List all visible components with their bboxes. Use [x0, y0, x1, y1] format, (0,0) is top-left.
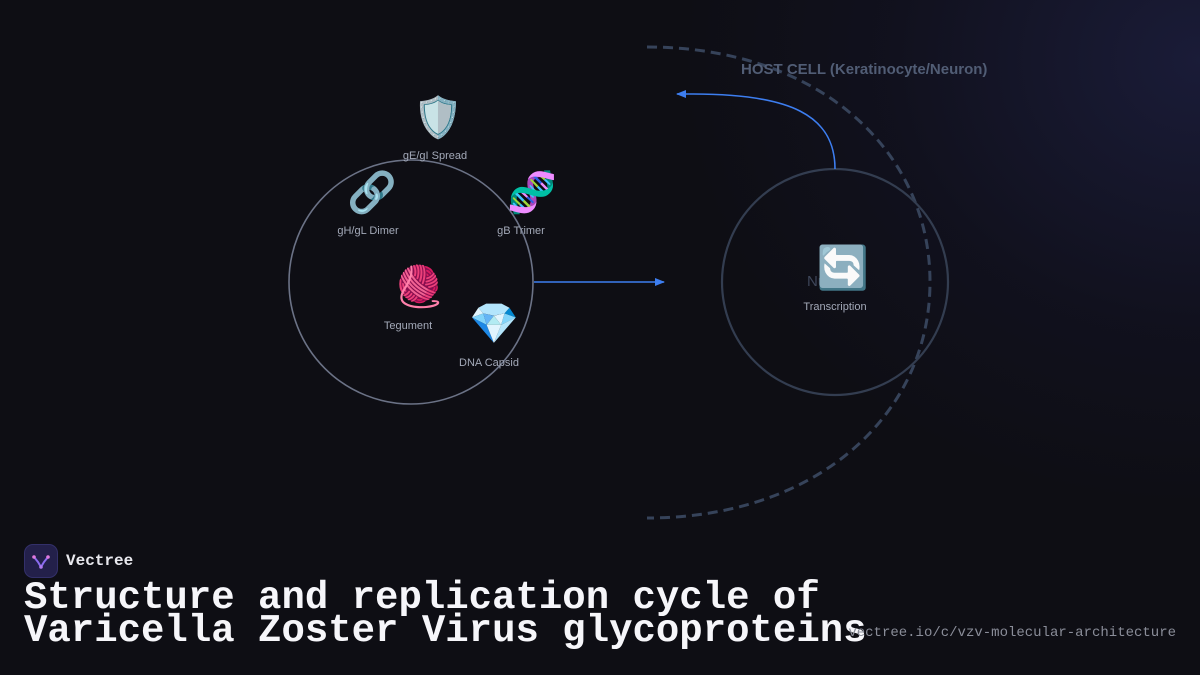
- component-label-tegument: Tegument: [383, 320, 433, 332]
- egress-arrow: [676, 90, 836, 170]
- brand: Vectree: [24, 544, 133, 578]
- vectree-logo-icon: [24, 544, 58, 578]
- page-title-line-2: Varicella Zoster Virus glycoproteins: [24, 609, 867, 653]
- gem-icon: 💎: [469, 301, 519, 347]
- process-label-transcription: Transcription: [803, 301, 867, 313]
- page-url[interactable]: vectree.io/c/vzv-molecular-architecture: [848, 625, 1176, 641]
- component-label-capsid: DNA Capsid: [459, 357, 519, 369]
- host-cell-label: HOST CELL (Keratinocyte/Neuron): [741, 61, 988, 78]
- component-label-gb: gB Trimer: [497, 225, 545, 237]
- page-title: Structure and replication cycle of Varic…: [24, 576, 867, 653]
- component-label-ge-gi: gE/gI Spread: [402, 150, 468, 162]
- shield-icon: 🛡️: [413, 95, 463, 141]
- dna-helix-icon: 🧬: [507, 170, 557, 216]
- host-cell-boundary: [646, 45, 932, 520]
- virion-envelope: [288, 159, 534, 405]
- component-label-gh-gl: gH/gL Dimer: [337, 225, 399, 237]
- brand-name: Vectree: [66, 552, 134, 570]
- page-title-line-1: Structure and replication cycle of: [24, 576, 820, 620]
- yarn-ball-icon: 🧶: [394, 264, 444, 310]
- cycle-arrows-icon: 🔄: [816, 243, 870, 292]
- chain-link-icon: 🔗: [347, 170, 397, 216]
- nucleus-label: Nucleus: [807, 273, 862, 290]
